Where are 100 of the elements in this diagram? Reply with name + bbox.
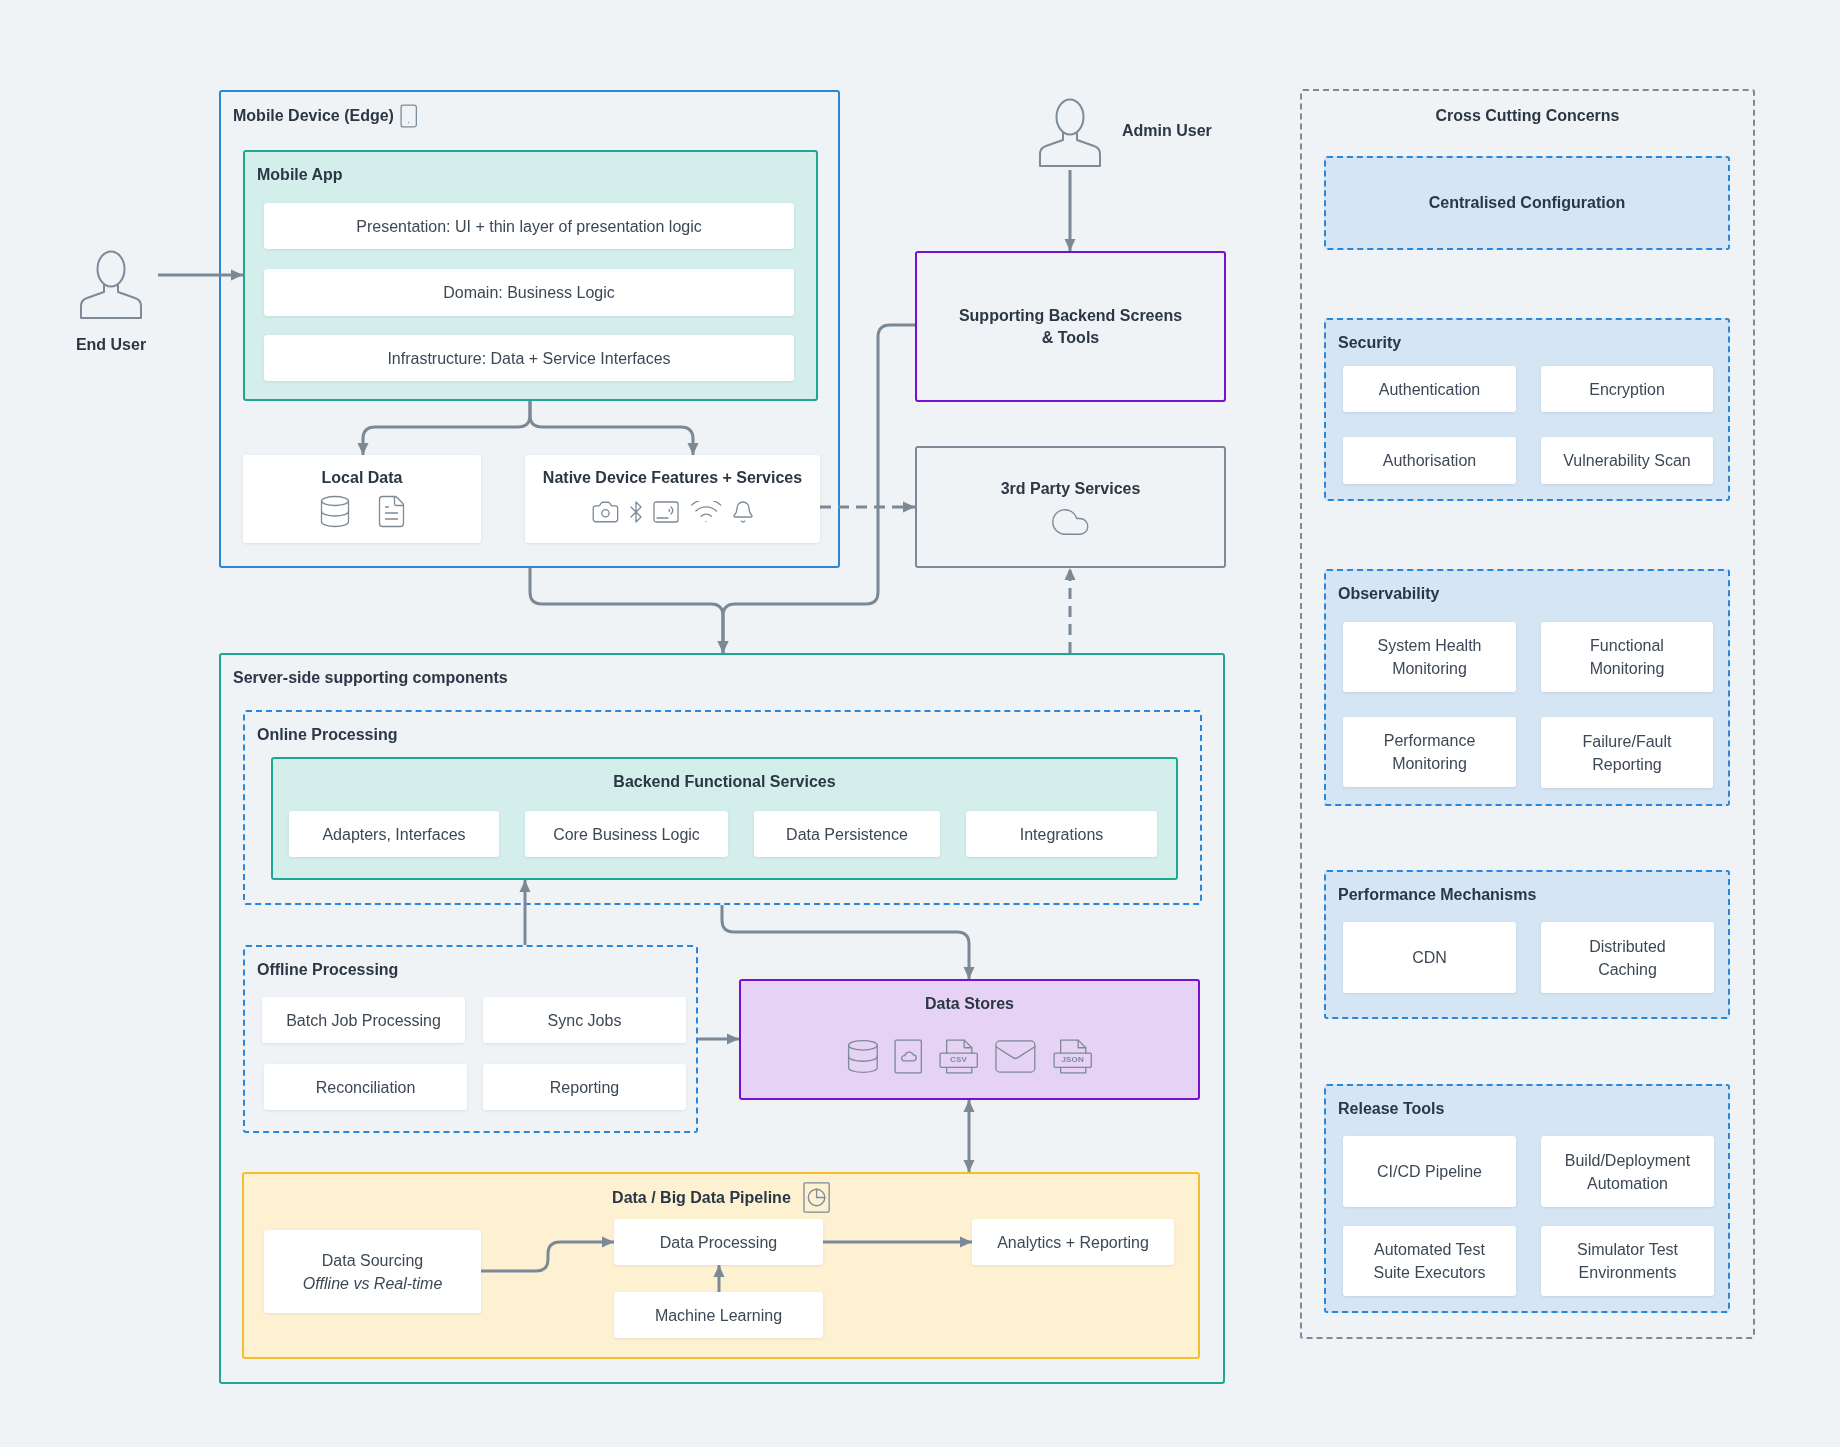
component-label: Performance Monitoring [1382, 731, 1477, 774]
component-card [264, 269, 794, 316]
section-title: Security [1338, 333, 1402, 353]
component-label: Infrastructure: Data + Service Interfaces [387, 348, 671, 369]
user-label: End User [75, 335, 147, 355]
component-label: Data Processing [659, 1232, 778, 1253]
component-card [754, 811, 940, 857]
component-label: Automated Test Suite Executors [1372, 1240, 1487, 1283]
section-title: Data Stores [925, 994, 1014, 1014]
section-title: Data / Big Data Pipeline [612, 1187, 791, 1208]
component-label: CDN [1412, 948, 1447, 968]
arrow [823, 1236, 972, 1248]
component-label: Vulnerability Scan [1563, 451, 1691, 471]
component-card [614, 1219, 823, 1265]
group-frame [219, 90, 840, 568]
component-label: Build/Deployment Automation [1563, 1150, 1692, 1194]
component-card [1541, 1136, 1714, 1207]
arrow [519, 880, 531, 945]
file-type-label: CSV [949, 1054, 969, 1067]
component-card [1343, 366, 1516, 412]
arrow [481, 1236, 614, 1273]
component-label: Sync Jobs [547, 1010, 622, 1031]
component-label: Simulator Test Environments [1575, 1240, 1680, 1283]
component-card [1541, 366, 1713, 412]
group-panel [739, 979, 1200, 1100]
section-title: Offline Processing [257, 960, 399, 980]
dashed-group-frame [243, 710, 1202, 905]
component-card [1343, 1136, 1516, 1207]
component-card [264, 1064, 467, 1110]
component-card [243, 455, 481, 543]
dashed-group-panel [1324, 1084, 1730, 1313]
component-card [614, 1292, 823, 1338]
component-label: Distributed Caching [1588, 936, 1667, 980]
group-panel [242, 1172, 1200, 1359]
group-panel [271, 757, 1178, 880]
component-card [1541, 437, 1713, 484]
component-card [264, 335, 794, 381]
component-title: Local Data [321, 468, 403, 488]
arrow [717, 323, 915, 653]
section-title: Online Processing [257, 725, 398, 745]
component-label: Functional Monitoring [1588, 636, 1666, 679]
component-label: Integrations [1019, 824, 1104, 845]
component-label: Data Persistence [786, 824, 908, 845]
component-title: Native Device Features + Services [542, 468, 803, 488]
component-note: Offline vs Real-time [302, 1273, 443, 1294]
component-card [525, 455, 820, 543]
dashed-arrow [1064, 568, 1076, 653]
section-title: Mobile App [257, 165, 343, 185]
component-card [262, 997, 465, 1043]
component-card [1343, 717, 1516, 787]
section-title: Observability [1338, 584, 1440, 604]
component-label: Adapters, Interfaces [322, 824, 466, 845]
section-title: Server-side supporting components [233, 668, 508, 688]
component-label: CI/CD Pipeline [1377, 1162, 1482, 1182]
component-card [264, 203, 794, 249]
component-card [264, 1230, 481, 1313]
component-label: Domain: Business Logic [443, 283, 615, 303]
dashed-group-frame [1300, 89, 1755, 1339]
component-card [1541, 1226, 1714, 1296]
component-card [1343, 622, 1516, 692]
component-card [972, 1219, 1174, 1265]
user-label: Admin User [1122, 121, 1212, 141]
section-title: Centralised Configuration [1428, 193, 1626, 213]
system-label: 3rd Party Services [1000, 479, 1141, 499]
component-card [1343, 1226, 1516, 1296]
dashed-group-panel [1324, 156, 1730, 250]
section-title: Cross Cutting Concerns [1435, 106, 1620, 126]
dashed-group-panel [1324, 318, 1730, 501]
component-label: Analytics + Reporting [997, 1232, 1149, 1253]
component-card [1343, 922, 1516, 993]
section-title: Backend Functional Services [613, 772, 836, 792]
system-panel [915, 446, 1226, 568]
component-card [289, 811, 499, 857]
component-label: Reconciliation [315, 1077, 416, 1098]
dashed-group-frame [243, 945, 698, 1133]
dashed-group-panel [1324, 870, 1730, 1019]
section-title: Mobile Device (Edge) [233, 106, 394, 126]
group-frame [219, 653, 1225, 1384]
arrow [963, 1100, 975, 1172]
section-title: Performance Mechanisms [1338, 885, 1537, 905]
component-label: Machine Learning [654, 1305, 783, 1326]
component-label: System Health Monitoring [1376, 636, 1483, 679]
section-title: Release Tools [1338, 1099, 1445, 1119]
component-label: Data Sourcing [321, 1250, 424, 1271]
arrow [713, 1265, 725, 1292]
arrow [528, 401, 699, 455]
component-label: Reporting [549, 1077, 620, 1098]
component-card [1541, 717, 1713, 788]
group-panel [243, 150, 818, 401]
arrow [158, 269, 243, 281]
component-label: Authorisation [1382, 451, 1477, 471]
dashed-arrow [820, 501, 915, 513]
component-label: Failure/Fault Reporting [1581, 731, 1673, 775]
component-card [1541, 922, 1714, 993]
component-card [966, 811, 1157, 857]
dashed-group-panel [1324, 569, 1730, 806]
component-label: Presentation: UI + thin layer of presentation logic [356, 216, 702, 237]
component-card [483, 997, 686, 1043]
component-card [525, 811, 728, 857]
arrow [1064, 170, 1076, 251]
